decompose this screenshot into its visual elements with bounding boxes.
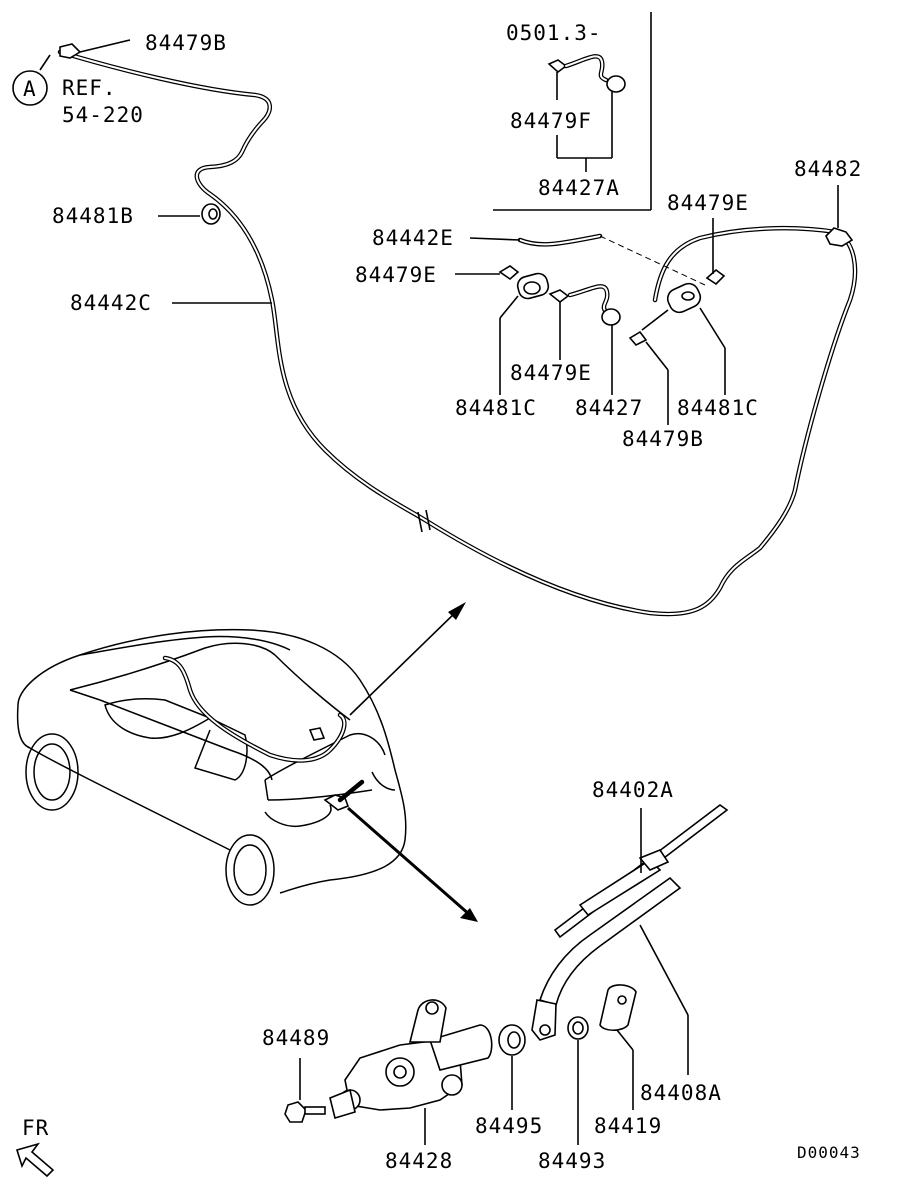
circle-ref-letter: A	[23, 77, 37, 101]
connector-84479B-top: 84479B	[59, 31, 227, 59]
label-84428: 84428	[385, 1149, 453, 1173]
label-84479F: 84479F	[510, 109, 592, 133]
label-84479E-left: 84479E	[355, 263, 437, 287]
callout-arrow-icon	[347, 602, 478, 922]
reference-callout: A REF. 54-220	[12, 54, 144, 127]
circle-ref-icon	[12, 70, 48, 106]
diagram-code: D00043	[797, 1143, 861, 1162]
wiper-blade-84402A: 84402A	[553, 778, 729, 939]
label-84408A: 84408A	[640, 1081, 722, 1105]
fitting-84482: 84482	[794, 157, 862, 247]
nozzle-left-assembly: 84479E 84479E 84481C 84427	[355, 263, 643, 420]
inset-date-code: 0501.3-	[506, 21, 602, 45]
label-84419: 84419	[594, 1114, 662, 1138]
ref-line-2: 54-220	[62, 103, 144, 127]
nut-84493: 84493	[538, 1016, 606, 1173]
label-84481C-left: 84481C	[455, 396, 537, 420]
front-direction-indicator: FR	[15, 1116, 55, 1178]
hose-84442C	[57, 49, 858, 617]
label-84402A: 84402A	[592, 778, 674, 802]
label-84427A: 84427A	[538, 176, 620, 200]
label-84481C-right: 84481C	[677, 396, 759, 420]
front-arrow-icon	[15, 1142, 55, 1178]
label-84442E: 84442E	[372, 226, 454, 250]
inset-box: 0501.3- 84479F 84427A	[493, 12, 652, 211]
nozzle-right-assembly: 84479E 84479B 84481C	[622, 191, 759, 451]
label-84495: 84495	[475, 1114, 543, 1138]
motor-84428: 84428	[329, 999, 493, 1173]
wiper-arm-84408A: 84408A	[531, 876, 722, 1105]
ref-line-1: REF.	[62, 76, 117, 100]
bolt-84489: 84489	[262, 1026, 330, 1123]
grommet-84495: 84495	[475, 1024, 543, 1138]
label-84493: 84493	[538, 1149, 606, 1173]
label-84482: 84482	[794, 157, 862, 181]
car-outline	[16, 628, 407, 906]
label-84427: 84427	[575, 396, 643, 420]
clip-84481B: 84481B	[52, 203, 221, 228]
label-84479B-top: 84479B	[145, 31, 227, 55]
hose-84442E: 84442E	[372, 226, 706, 286]
label-84489: 84489	[262, 1026, 330, 1050]
direction-label: FR	[22, 1116, 49, 1140]
label-84442C: 84442C	[70, 291, 152, 315]
label-84479E-right: 84479E	[667, 191, 749, 215]
label-84479E-mid: 84479E	[510, 361, 592, 385]
label-84481B: 84481B	[52, 204, 134, 228]
label-84479B-mid: 84479B	[622, 427, 704, 451]
cover-84419: 84419	[594, 984, 662, 1138]
